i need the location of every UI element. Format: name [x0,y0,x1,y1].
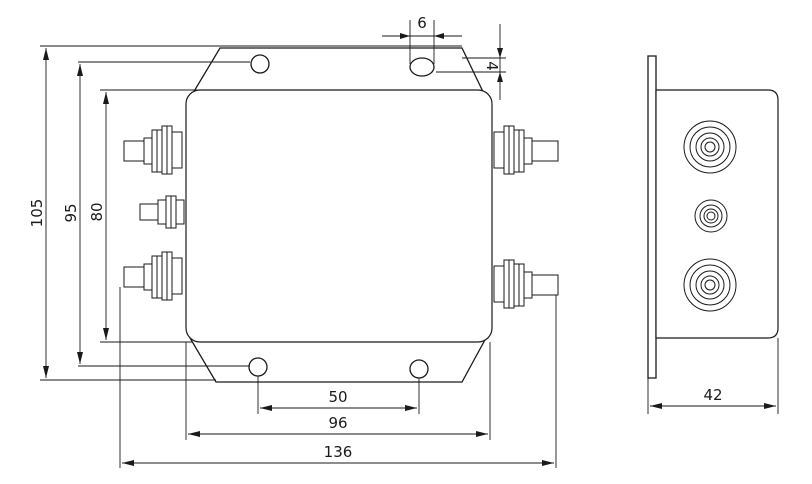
filter-body [185,89,493,343]
terminal-right-bottom [493,259,559,309]
mounting-hole-bottom-right [409,359,429,379]
terminal-left-bottom [123,251,183,301]
front-view: 105 95 80 6 4 [28,14,559,468]
dim-depth: 42 [703,386,722,404]
terminal-left-top [123,125,183,175]
dim-hole-spacing-vertical: 95 [62,203,80,222]
dim-total-width: 136 [324,443,353,461]
terminal-left-middle [139,195,185,229]
dim-hole-diameter: 6 [417,14,427,32]
dim-body-height: 80 [88,202,106,221]
mounting-slot-top [409,57,435,77]
mounting-hole-bottom-left [248,357,268,377]
dim-hole-offset: 4 [483,61,501,71]
dim-body-width: 96 [328,414,347,432]
side-connector-bottom [683,258,737,312]
mounting-hole-top [250,54,270,74]
side-body [655,89,779,339]
side-connector-top [683,120,737,174]
dim-hole-spacing-horizontal: 50 [328,388,347,406]
terminal-right-top [493,125,559,175]
dim-total-height: 105 [28,199,46,228]
side-view: 42 [647,55,779,414]
side-flange [647,55,657,379]
side-connector-middle [694,199,728,233]
